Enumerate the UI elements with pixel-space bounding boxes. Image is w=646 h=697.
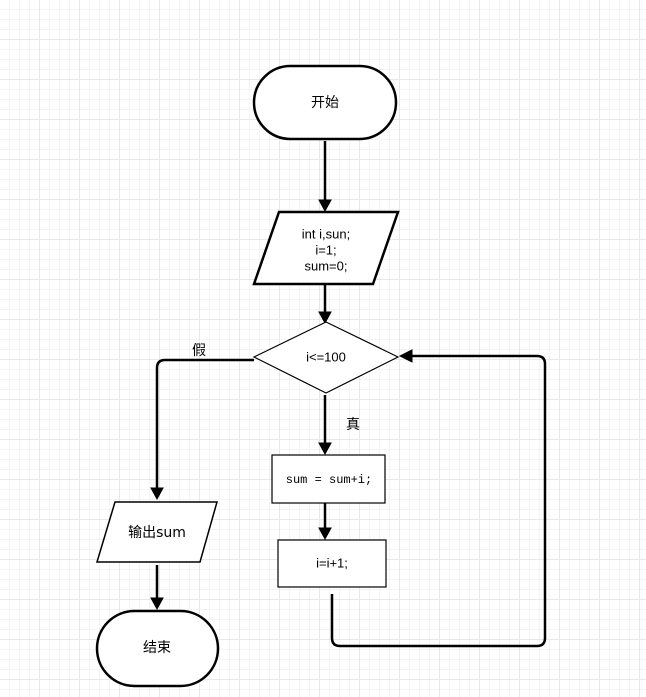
arrowhead-condition xyxy=(318,311,332,325)
arrowhead-output xyxy=(150,487,164,501)
arrowhead-increment xyxy=(318,527,332,541)
declare-line-3: sum=0; xyxy=(305,259,348,274)
arrowhead-end xyxy=(150,597,164,611)
condition-node[interactable]: i<=100 xyxy=(252,321,400,394)
end-node[interactable]: 结束 xyxy=(95,609,220,688)
edge-loop-back xyxy=(330,354,547,648)
true-branch-label: 真 xyxy=(346,417,360,433)
body-node[interactable]: sum = sum+i; xyxy=(271,454,386,504)
increment-node[interactable]: i=i+1; xyxy=(277,539,387,588)
output-node[interactable]: 输出sum xyxy=(95,501,218,563)
arrowhead-body xyxy=(318,442,332,456)
body-label: sum = sum+i; xyxy=(286,473,372,487)
declare-node[interactable]: int i,sun; i=1; sum=0; xyxy=(252,210,400,286)
edges xyxy=(150,141,547,648)
start-node[interactable]: 开始 xyxy=(252,64,398,141)
arrowhead-declare xyxy=(318,199,332,213)
false-branch-label: 假 xyxy=(192,343,206,359)
end-label: 结束 xyxy=(143,640,171,656)
start-label: 开始 xyxy=(311,95,339,111)
declare-line-1: int i,sun; xyxy=(302,227,350,242)
increment-label: i=i+1; xyxy=(316,556,348,571)
condition-label: i<=100 xyxy=(306,350,346,365)
arrowhead-loop-back xyxy=(398,349,413,363)
declare-line-2: i=1; xyxy=(315,243,336,258)
output-label: 输出sum xyxy=(128,525,186,541)
edge-condition-false xyxy=(155,358,254,490)
